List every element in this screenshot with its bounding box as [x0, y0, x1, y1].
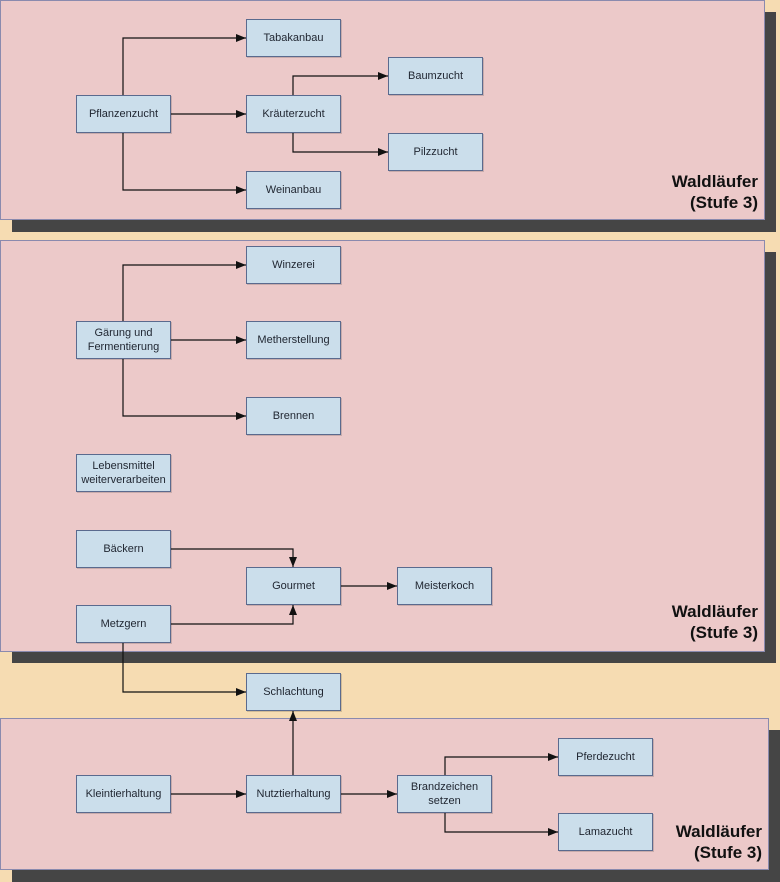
node-lamazucht[interactable]: Lamazucht: [558, 813, 653, 851]
node-baumzucht[interactable]: Baumzucht: [388, 57, 483, 95]
panel-lebensmittel: Waldläufer (Stufe 3): [0, 240, 765, 652]
node-nutztierhaltung[interactable]: Nutztierhaltung: [246, 775, 341, 813]
panel-title: Waldläufer (Stufe 3): [671, 602, 758, 642]
node-weinanbau[interactable]: Weinanbau: [246, 171, 341, 209]
node-metzgern[interactable]: Metzgern: [76, 605, 171, 643]
node-brennen[interactable]: Brennen: [246, 397, 341, 435]
node-baeckern[interactable]: Bäckern: [76, 530, 171, 568]
node-gaerung[interactable]: Gärung und Fermentierung: [76, 321, 171, 359]
node-pferdezucht[interactable]: Pferdezucht: [558, 738, 653, 776]
node-winzerei[interactable]: Winzerei: [246, 246, 341, 284]
node-lebensmittel[interactable]: Lebensmittel weiterverarbeiten: [76, 454, 171, 492]
node-metherstellung[interactable]: Metherstellung: [246, 321, 341, 359]
panel-title: Waldläufer (Stufe 3): [675, 822, 762, 862]
node-kraeuterzucht[interactable]: Kräuterzucht: [246, 95, 341, 133]
node-pflanzenzucht[interactable]: Pflanzenzucht: [76, 95, 171, 133]
node-kleintierhaltung[interactable]: Kleintierhaltung: [76, 775, 171, 813]
node-brandzeichen[interactable]: Brandzeichen setzen: [397, 775, 492, 813]
node-tabakanbau[interactable]: Tabakanbau: [246, 19, 341, 57]
node-schlachtung[interactable]: Schlachtung: [246, 673, 341, 711]
panel-title: Waldläufer (Stufe 3): [671, 172, 758, 212]
node-meisterkoch[interactable]: Meisterkoch: [397, 567, 492, 605]
node-gourmet[interactable]: Gourmet: [246, 567, 341, 605]
node-pilzzucht[interactable]: Pilzzucht: [388, 133, 483, 171]
